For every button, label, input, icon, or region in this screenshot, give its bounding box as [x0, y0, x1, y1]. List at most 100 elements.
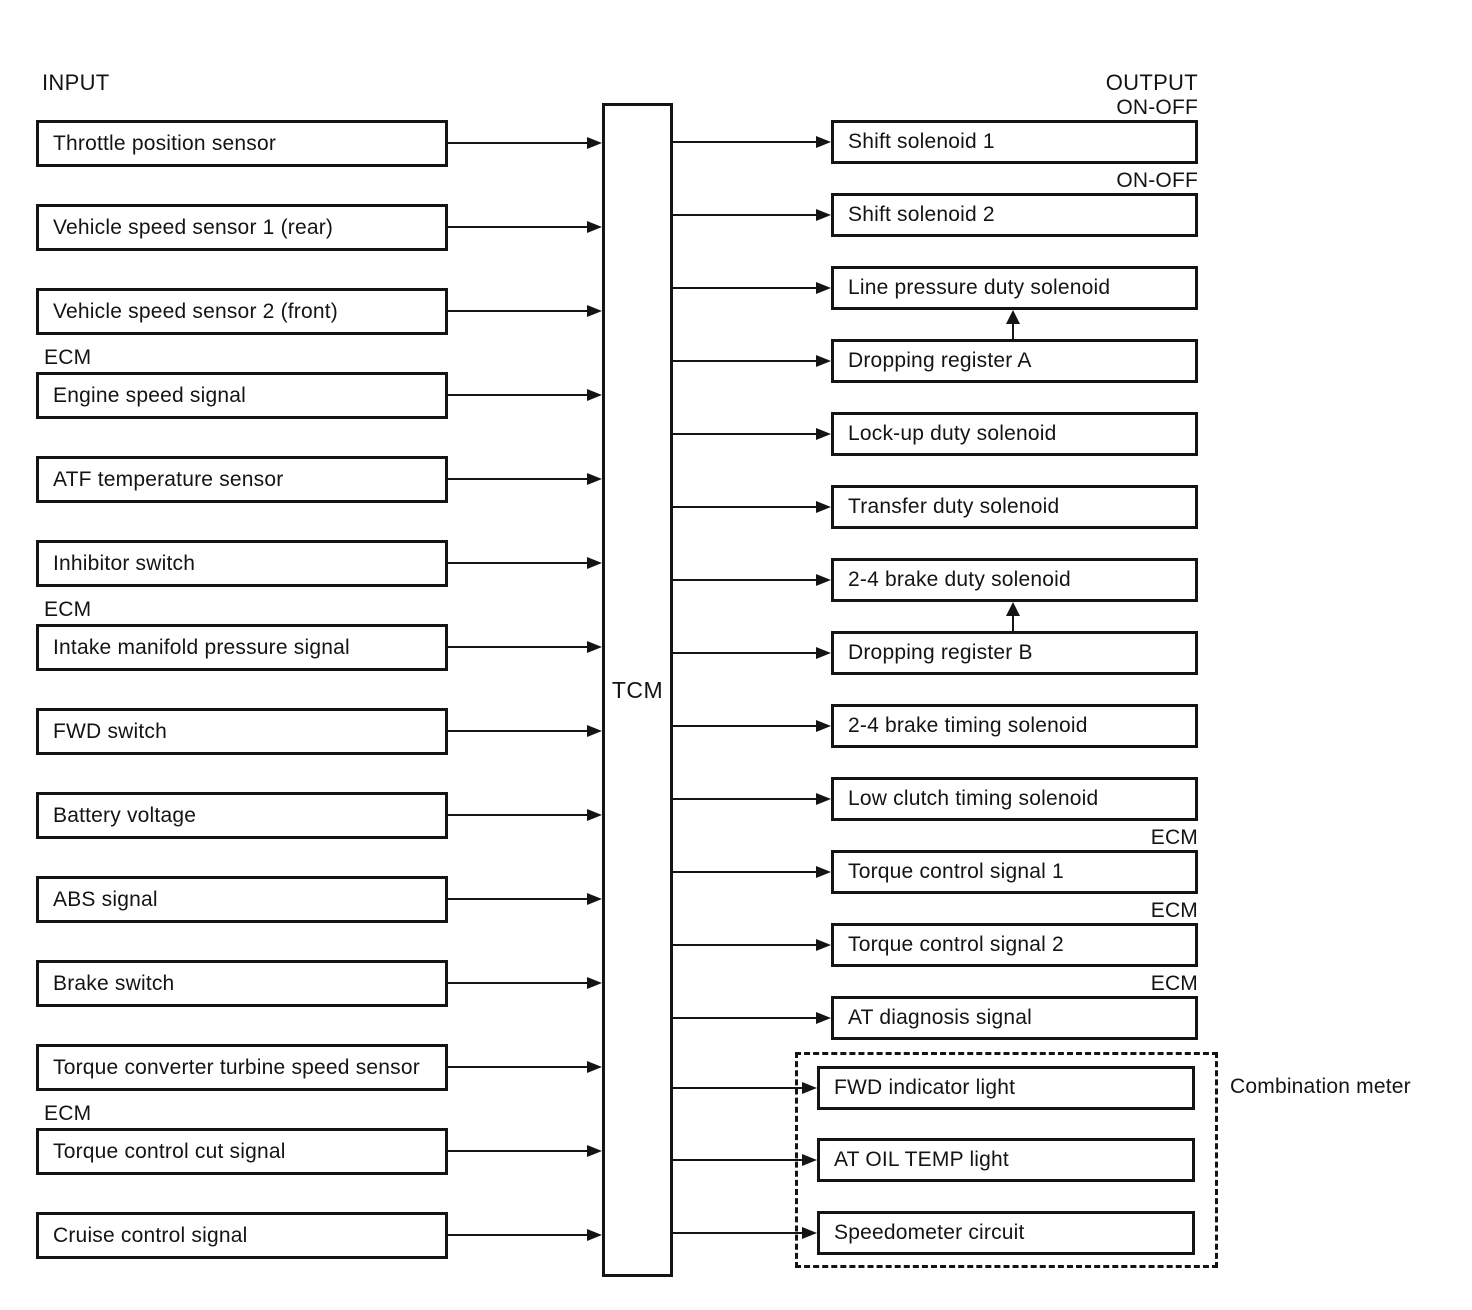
output-arrowhead-right-icon [816, 647, 831, 659]
input-arrowhead-right-icon [587, 977, 602, 989]
input-box-brake-switch: Brake switch [36, 960, 448, 1007]
input-connector-line [448, 1066, 588, 1068]
input-box-label: FWD switch [53, 719, 167, 743]
input-box-throttle-position-sensor: Throttle position sensor [36, 120, 448, 167]
input-connector-line [448, 310, 588, 312]
register-b-arrowhead-up-icon [1006, 602, 1020, 616]
input-arrowhead-right-icon [587, 221, 602, 233]
output-box-label: Line pressure duty solenoid [848, 276, 1111, 299]
output-arrowhead-right-icon [816, 355, 831, 367]
input-arrowhead-right-icon [587, 557, 602, 569]
input-box-label: ATF temperature sensor [53, 467, 284, 491]
output-connector-line [673, 652, 817, 654]
output-arrowhead-right-icon [816, 282, 831, 294]
input-box-atf-temperature-sensor: ATF temperature sensor [36, 456, 448, 503]
input-box-engine-speed-signal: Engine speed signal [36, 372, 448, 419]
output-connector-line [673, 214, 817, 216]
output-connector-line [673, 944, 817, 946]
input-box-label: Cruise control signal [53, 1223, 248, 1247]
output-box-label: Torque control signal 2 [848, 933, 1064, 956]
input-box-vehicle-speed-sensor-2-front: Vehicle speed sensor 2 (front) [36, 288, 448, 335]
output-box-label: FWD indicator light [834, 1076, 1016, 1099]
output-box-label: Transfer duty solenoid [848, 495, 1060, 518]
output-box-label: 2-4 brake duty solenoid [848, 568, 1071, 591]
output-connector-line [673, 287, 817, 289]
input-box-label: Engine speed signal [53, 383, 246, 407]
input-arrowhead-right-icon [587, 809, 602, 821]
output-arrowhead-right-icon [802, 1082, 817, 1094]
output-box-shift-solenoid-1: Shift solenoid 1 [831, 120, 1198, 164]
input-box-label: Vehicle speed sensor 2 (front) [53, 299, 338, 323]
input-box-inhibitor-switch: Inhibitor switch [36, 540, 448, 587]
output-arrowhead-right-icon [816, 574, 831, 586]
output-arrowhead-right-icon [802, 1154, 817, 1166]
output-connector-line [673, 871, 817, 873]
input-arrowhead-right-icon [587, 137, 602, 149]
output-box-label: 2-4 brake timing solenoid [848, 714, 1088, 737]
input-box-label: ABS signal [53, 887, 158, 911]
output-box-label: Shift solenoid 1 [848, 130, 995, 153]
output-connector-line [673, 1017, 817, 1019]
output-arrowhead-right-icon [802, 1227, 817, 1239]
input-arrowhead-right-icon [587, 389, 602, 401]
input-arrowhead-right-icon [587, 1229, 602, 1241]
output-box-2-4-brake-timing-solenoid: 2-4 brake timing solenoid [831, 704, 1198, 748]
on-off-tag-shift-solenoid-1: ON-OFF [1116, 96, 1198, 119]
input-connector-line [448, 394, 588, 396]
tcm-box: TCM [602, 103, 673, 1277]
input-connector-line [448, 142, 588, 144]
output-box-label: Shift solenoid 2 [848, 203, 995, 226]
output-connector-line [673, 506, 817, 508]
register-a-arrowhead-up-icon [1006, 310, 1020, 324]
on-off-tag-shift-solenoid-2: ON-OFF [1116, 169, 1198, 192]
register-a-to-line-pressure-line [1012, 322, 1014, 339]
output-connector-line [673, 433, 817, 435]
input-connector-line [448, 1234, 588, 1236]
output-box-lock-up-duty-solenoid: Lock-up duty solenoid [831, 412, 1198, 456]
input-column-header: INPUT [42, 70, 110, 95]
input-box-cruise-control-signal: Cruise control signal [36, 1212, 448, 1259]
input-connector-line [448, 226, 588, 228]
output-box-torque-control-signal-1: Torque control signal 1 [831, 850, 1198, 894]
combination-meter-label: Combination meter [1230, 1075, 1411, 1098]
input-box-intake-manifold-pressure-signal: Intake manifold pressure signal [36, 624, 448, 671]
input-box-vehicle-speed-sensor-1-rear: Vehicle speed sensor 1 (rear) [36, 204, 448, 251]
output-box-low-clutch-timing-solenoid: Low clutch timing solenoid [831, 777, 1198, 821]
input-arrowhead-right-icon [587, 473, 602, 485]
output-arrowhead-right-icon [816, 939, 831, 951]
input-box-label: Battery voltage [53, 803, 197, 827]
input-box-label: Brake switch [53, 971, 175, 995]
input-box-label: Vehicle speed sensor 1 (rear) [53, 215, 334, 239]
output-box-torque-control-signal-2: Torque control signal 2 [831, 923, 1198, 967]
register-b-to-2-4-brake-line [1012, 614, 1014, 631]
input-connector-line [448, 1150, 588, 1152]
output-box-fwd-indicator-light: FWD indicator light [817, 1066, 1195, 1110]
output-connector-line [673, 725, 817, 727]
input-box-abs-signal: ABS signal [36, 876, 448, 923]
ecm-tag-intake-manifold-pressure-signal: ECM [44, 598, 92, 621]
output-arrowhead-right-icon [816, 136, 831, 148]
output-box-label: Low clutch timing solenoid [848, 787, 1099, 810]
input-connector-line [448, 898, 588, 900]
input-arrowhead-right-icon [587, 1145, 602, 1157]
output-box-shift-solenoid-2: Shift solenoid 2 [831, 193, 1198, 237]
output-box-label: AT OIL TEMP light [834, 1148, 1009, 1171]
output-box-label: Torque control signal 1 [848, 860, 1064, 883]
output-box-label: Lock-up duty solenoid [848, 422, 1057, 445]
output-box-label: AT diagnosis signal [848, 1006, 1032, 1029]
output-arrowhead-right-icon [816, 793, 831, 805]
input-box-label: Throttle position sensor [53, 131, 277, 155]
output-box-label: Speedometer circuit [834, 1221, 1025, 1244]
output-connector-line [673, 141, 817, 143]
output-box-dropping-register-b: Dropping register B [831, 631, 1198, 675]
input-box-label: Torque control cut signal [53, 1139, 286, 1163]
output-arrowhead-right-icon [816, 209, 831, 221]
output-connector-line [673, 360, 817, 362]
input-box-torque-converter-turbine-speed-sensor: Torque converter turbine speed sensor [36, 1044, 448, 1091]
output-arrowhead-right-icon [816, 1012, 831, 1024]
input-arrowhead-right-icon [587, 725, 602, 737]
output-box-transfer-duty-solenoid: Transfer duty solenoid [831, 485, 1198, 529]
input-arrowhead-right-icon [587, 1061, 602, 1073]
output-connector-line [673, 1159, 803, 1161]
